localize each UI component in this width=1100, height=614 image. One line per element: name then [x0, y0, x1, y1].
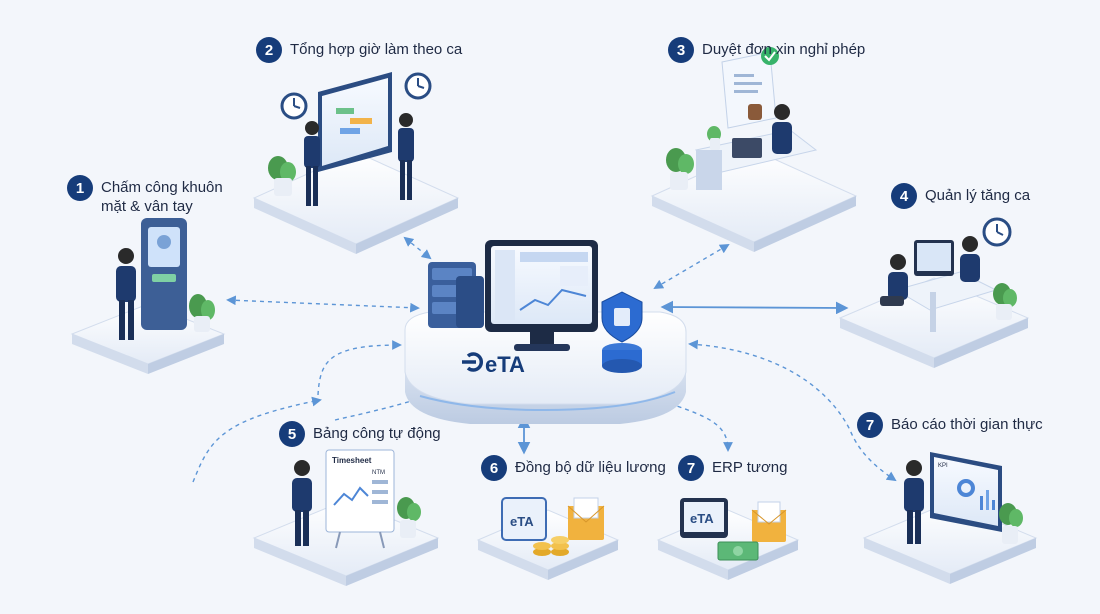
feature-label-4: 4 Quản lý tăng ca [891, 183, 1031, 209]
plant-1 [189, 294, 215, 332]
plant-8 [999, 503, 1023, 544]
server-rack-icon [428, 262, 484, 328]
feature-label-1: 1 Chấm công khuôn mặt & vân tay [67, 175, 223, 216]
report-board: KPI [930, 452, 1002, 532]
report-kpi-label: KPI [938, 463, 948, 469]
hub-logo-text: eTA [485, 352, 525, 377]
feature-text: Bảng công tự động [313, 425, 441, 442]
plant-3 [666, 126, 721, 190]
person-4b [960, 236, 980, 282]
feature-number-badge: 1 [67, 175, 93, 201]
feature-number-badge: 4 [891, 183, 917, 209]
timesheet-ntm-label: NTM [372, 470, 385, 476]
timesheet-title: Timesheet [332, 456, 372, 465]
feature-text: Đồng bộ dữ liệu lương [515, 459, 666, 476]
feature-label-5: 5 Bảng công tự động [279, 421, 441, 447]
hub-logo: eTA [462, 352, 525, 377]
feature-text: Quản lý tăng ca [925, 187, 1031, 204]
feature-number-badge: 5 [279, 421, 305, 447]
clock-icon [280, 92, 308, 120]
feature-text: Tổng hợp giờ làm theo ca [290, 41, 463, 58]
connector-arrows [192, 236, 897, 483]
person-1 [116, 248, 136, 340]
feature-text: Báo cáo thời gian thực [891, 416, 1043, 433]
shift-schedule-board [318, 72, 392, 172]
feature-text: Duyệt đơn xin nghỉ phép [702, 41, 866, 58]
feature-number-badge: 7 [857, 412, 883, 438]
payroll-card-text: eTA [510, 514, 534, 529]
person-2a [304, 121, 320, 206]
person-2b [398, 113, 414, 200]
biometric-kiosk [141, 218, 187, 330]
feature-text: Chấm công khuôn mặt & vân tay [101, 179, 223, 215]
person-5 [292, 460, 312, 546]
plant-2 [268, 156, 296, 196]
erp-envelope-icon [751, 501, 787, 542]
feature-number-badge: 7 [678, 455, 704, 481]
feature-number-badge: 2 [256, 37, 282, 63]
feature-label-3: 3 Duyệt đơn xin nghỉ phép [668, 37, 866, 63]
leave-document [721, 47, 779, 129]
timesheet-board: Timesheet NTM [325, 449, 395, 549]
monitor-dashboard [485, 240, 598, 351]
feature-number-badge: 6 [481, 455, 507, 481]
clock-icon [982, 217, 1012, 247]
feature-label-2: 2 Tổng hợp giờ làm theo ca [256, 37, 463, 63]
plant-5 [397, 497, 421, 538]
coins-icon [533, 536, 569, 556]
feature-text: ERP tương [712, 459, 788, 476]
payroll-envelope-icon [567, 497, 605, 540]
security-database-icon [601, 291, 643, 373]
feature-number-badge: 3 [668, 37, 694, 63]
feature-label-7: 7 ERP tương [678, 455, 788, 481]
cash-icon [717, 541, 759, 561]
feature-label-8: 7 Báo cáo thời gian thực [857, 412, 1043, 438]
person-4a [880, 254, 908, 306]
person-3 [772, 104, 792, 154]
erp-card-text: eTA [690, 511, 714, 526]
payroll-eta-card: eTA [501, 497, 547, 541]
erp-monitor: eTA [680, 498, 728, 538]
plant-4 [993, 283, 1017, 320]
clock-icon [404, 72, 432, 100]
person-8 [904, 460, 924, 544]
feature-label-6: 6 Đồng bộ dữ liệu lương [481, 455, 666, 481]
